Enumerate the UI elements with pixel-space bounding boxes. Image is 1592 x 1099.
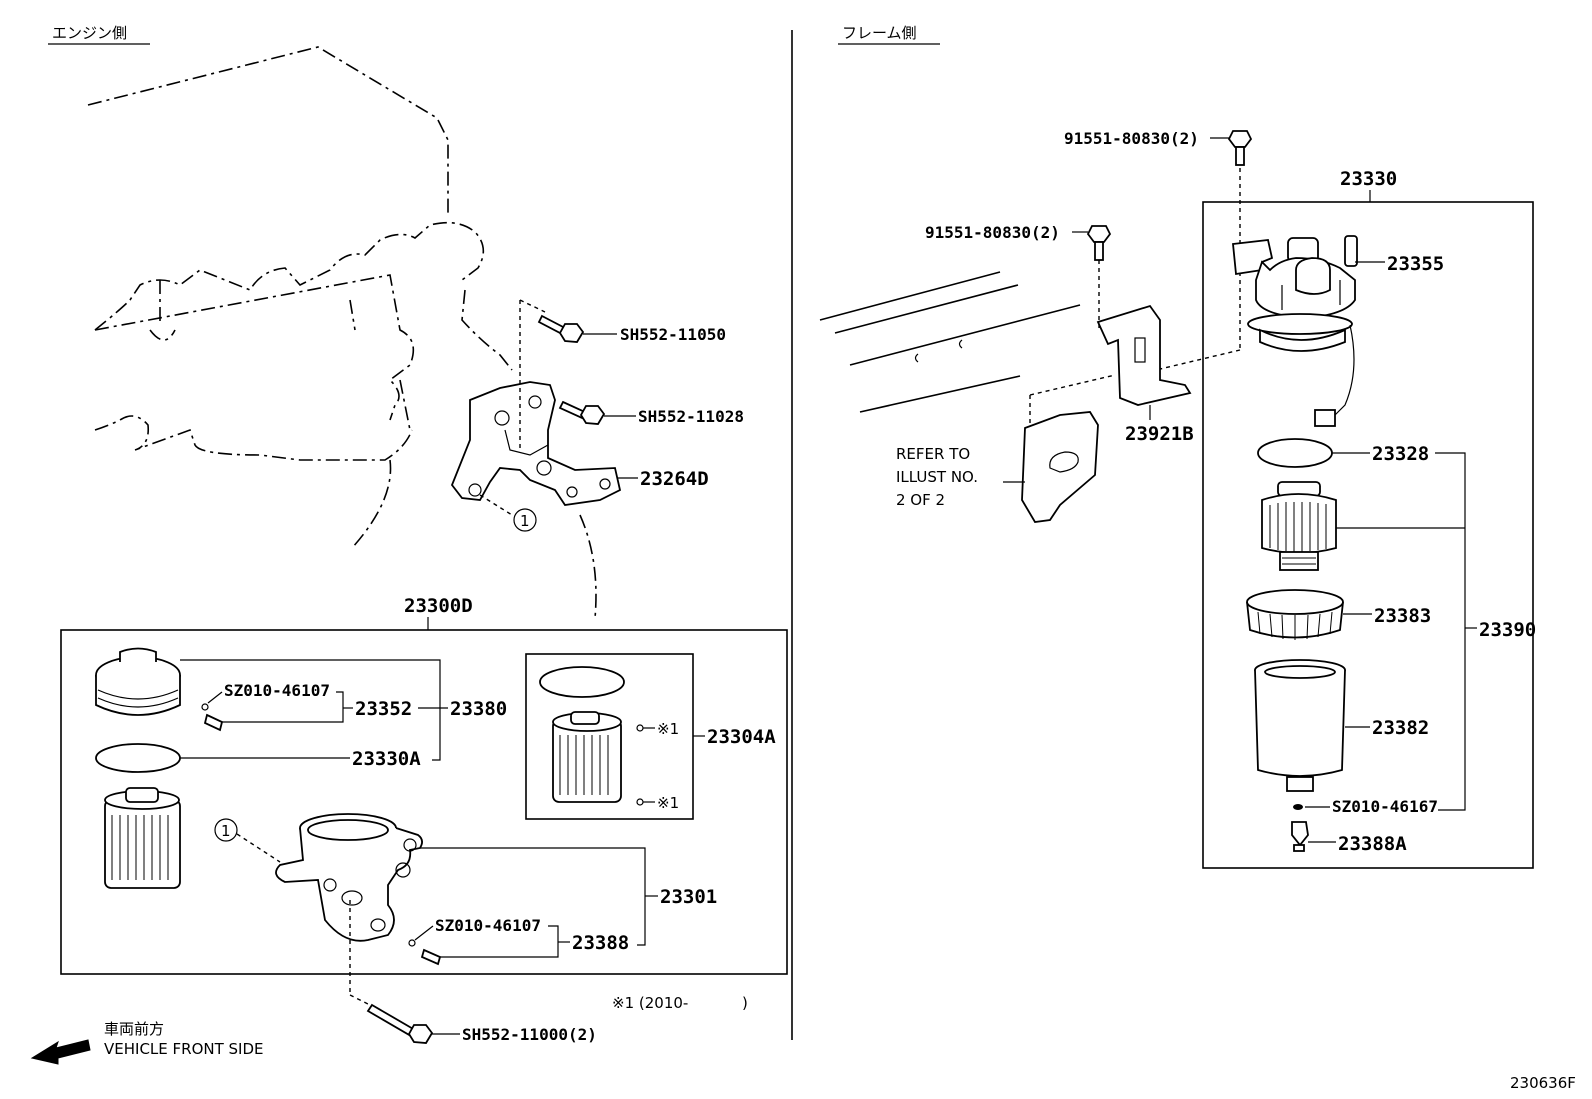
- frame-bracket-23921b: [1096, 304, 1192, 406]
- refer-text-line2: ILLUST NO.: [896, 468, 978, 486]
- o-ring-icon: [539, 666, 625, 698]
- illustration-number: 230636F: [1510, 1074, 1576, 1092]
- frame-side-header: フレーム側: [842, 24, 917, 42]
- part-23355[interactable]: 23355: [1387, 253, 1444, 275]
- part-23390[interactable]: 23390: [1479, 619, 1536, 641]
- part-23264d[interactable]: 23264D: [640, 468, 709, 490]
- filter-head-icon: [1232, 235, 1358, 427]
- engine-outline: [87, 46, 597, 619]
- assembly-23300d-box: [60, 629, 788, 975]
- drain-plug-icon: [1291, 821, 1309, 852]
- filter-element-icon: [1261, 481, 1337, 571]
- vehicle-front-label-en: VEHICLE FRONT SIDE: [104, 1040, 264, 1058]
- part-23380[interactable]: 23380: [450, 698, 507, 720]
- filter-cap-icon: [95, 647, 181, 716]
- part-23330a[interactable]: 23330A: [352, 748, 421, 770]
- bolt-icon: [1227, 130, 1253, 166]
- engine-bracket-23264d: [450, 381, 622, 506]
- part-sz010-46107-lower[interactable]: SZ010-46107: [435, 916, 541, 935]
- vehicle-front-label-jp: 車両前方: [104, 1020, 164, 1038]
- refer-text-line1: REFER TO: [896, 445, 970, 463]
- callout-circle: [214, 818, 238, 842]
- part-91551-80830-lower[interactable]: 91551-80830(2): [925, 223, 1060, 242]
- mark-1-upper: ※1: [657, 720, 679, 738]
- filter-element-icon: [104, 787, 181, 889]
- callout-1-lower: 1: [221, 822, 231, 840]
- bolt-icon: [1086, 225, 1112, 261]
- filter-element-icon: [552, 711, 622, 803]
- assembly-23330-box: [1202, 201, 1534, 869]
- part-23382[interactable]: 23382: [1372, 717, 1429, 739]
- bolt-icon: [558, 400, 606, 425]
- filter-bowl-icon: [1254, 659, 1346, 792]
- mark-1-lower: ※1: [657, 794, 679, 812]
- part-23388a[interactable]: 23388A: [1338, 833, 1407, 855]
- o-ring-icon: [95, 743, 181, 773]
- refer-text-line3: 2 OF 2: [896, 491, 945, 509]
- part-sh552-11000[interactable]: SH552-11000(2): [462, 1025, 597, 1044]
- part-sz010-46167[interactable]: SZ010-46167: [1332, 797, 1438, 816]
- part-23304a[interactable]: 23304A: [707, 726, 776, 748]
- part-23383[interactable]: 23383: [1374, 605, 1431, 627]
- part-23328[interactable]: 23328: [1372, 443, 1429, 465]
- part-23300d[interactable]: 23300D: [404, 595, 473, 617]
- part-91551-80830-upper[interactable]: 91551-80830(2): [1064, 129, 1199, 148]
- part-23388[interactable]: 23388: [572, 932, 629, 954]
- bolt-icon: [537, 314, 585, 343]
- o-ring-icon: [1257, 438, 1333, 468]
- part-23330[interactable]: 23330: [1340, 168, 1397, 190]
- part-sz010-46107-upper[interactable]: SZ010-46107: [224, 681, 330, 700]
- frame-rail-outline: [819, 271, 1081, 413]
- part-sh552-11050[interactable]: SH552-11050: [620, 325, 726, 344]
- retaining-ring-icon: [1246, 589, 1344, 640]
- part-23352[interactable]: 23352: [355, 698, 412, 720]
- part-sh552-11028[interactable]: SH552-11028: [638, 407, 744, 426]
- engine-side-header: エンジン側: [52, 24, 127, 42]
- mark-1-note: ※1 (2010-: [612, 994, 688, 1012]
- reference-bracket: [1021, 411, 1099, 523]
- bolt-icon: [366, 1003, 434, 1044]
- front-arrow-icon: [30, 1039, 91, 1065]
- part-23921b[interactable]: 23921B: [1125, 423, 1194, 445]
- part-23301[interactable]: 23301: [660, 886, 717, 908]
- callout-circle: [513, 508, 537, 532]
- callout-1: 1: [520, 512, 530, 530]
- filter-housing-icon: [275, 813, 423, 942]
- mark-1-note-end: ): [742, 994, 748, 1012]
